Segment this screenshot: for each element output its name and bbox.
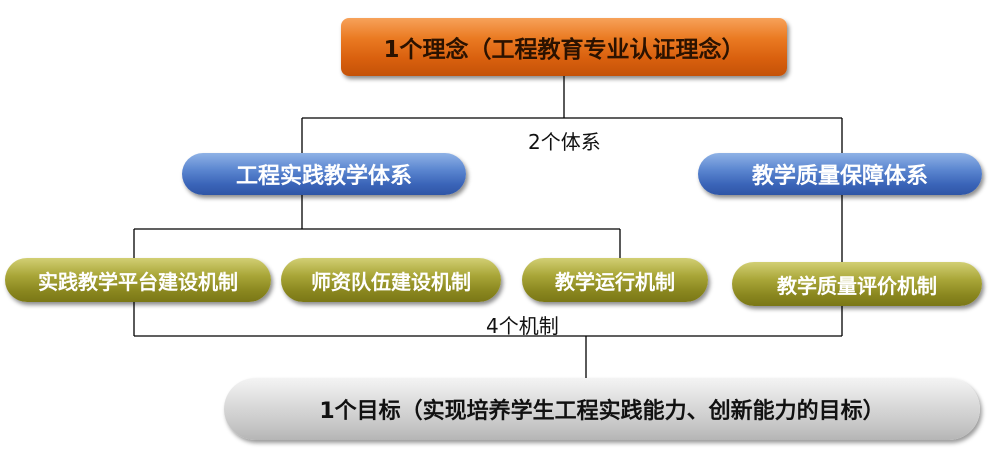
systems-count-label: 2个体系 bbox=[528, 130, 601, 154]
system-box-quality-assurance: 教学质量保障体系 bbox=[698, 153, 982, 195]
mechanism-box-operation: 教学运行机制 bbox=[522, 258, 708, 302]
mechanism-box-platform: 实践教学平台建设机制 bbox=[5, 258, 271, 302]
mechanism-label: 师资队伍建设机制 bbox=[311, 269, 471, 294]
mechanisms-count-label: 4个机制 bbox=[486, 314, 559, 338]
mechanism-label: 教学质量评价机制 bbox=[777, 273, 937, 298]
mechanism-box-evaluation: 教学质量评价机制 bbox=[732, 262, 982, 306]
system-box-engineering-practice: 工程实践教学体系 bbox=[182, 153, 466, 195]
mechanism-label: 教学运行机制 bbox=[555, 269, 675, 294]
goal-box: 1个目标（实现培养学生工程实践能力、创新能力的目标） bbox=[224, 378, 980, 440]
concept-label: 1个理念（工程教育专业认证理念） bbox=[383, 37, 745, 63]
mechanism-box-faculty: 师资队伍建设机制 bbox=[281, 258, 501, 302]
system-label: 教学质量保障体系 bbox=[751, 164, 928, 189]
mechanism-label: 实践教学平台建设机制 bbox=[38, 269, 238, 294]
concept-box: 1个理念（工程教育专业认证理念） bbox=[341, 18, 787, 76]
goal-label: 1个目标（实现培养学生工程实践能力、创新能力的目标） bbox=[319, 399, 885, 424]
system-label: 工程实践教学体系 bbox=[235, 164, 412, 189]
